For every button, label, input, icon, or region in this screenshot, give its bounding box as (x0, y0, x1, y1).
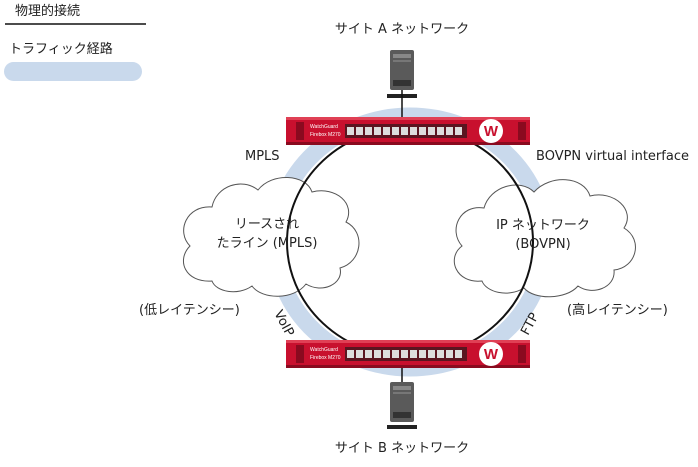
firebox-brand-a: WatchGuard (310, 124, 338, 130)
firebox-logo-a (479, 119, 503, 143)
cloud-leased-line (182, 177, 360, 297)
firebox-brand-b: WatchGuard (310, 347, 338, 353)
site-a-label: サイト A ネットワーク (334, 22, 470, 37)
firebox-model-b: Firebox M270 (310, 355, 341, 361)
site-b-label: サイト B ネットワーク (334, 441, 470, 456)
firebox-logo-letter-b: W (484, 346, 499, 363)
high-latency-label: (高レイテンシー) (567, 303, 668, 318)
bovpn-link-label: BOVPN virtual interface (536, 149, 689, 164)
legend-physical-label: 物理的接続 (15, 4, 81, 19)
cloud-left-line1: リースされ (234, 217, 300, 232)
cloud-ip-network (453, 179, 636, 298)
firebox-site-a: W WatchGuard Firebox M270 (286, 117, 530, 145)
server-site-b (387, 382, 417, 429)
cloud-right-line1: IP ネットワーク (496, 218, 590, 233)
firebox-site-b: W WatchGuard Firebox M270 (286, 340, 530, 368)
firebox-logo-b (479, 342, 503, 366)
cloud-left-line2: たライン (MPLS) (216, 236, 318, 251)
firebox-logo-letter-a: W (484, 123, 499, 140)
legend-traffic-label: トラフィック経路 (9, 42, 113, 57)
legend-traffic-swatch (4, 62, 142, 81)
firebox-model-a: Firebox M270 (310, 132, 341, 138)
low-latency-label: (低レイテンシー) (139, 303, 240, 318)
cloud-right-line2: (BOVPN) (515, 237, 571, 252)
mpls-link-label: MPLS (245, 149, 280, 164)
